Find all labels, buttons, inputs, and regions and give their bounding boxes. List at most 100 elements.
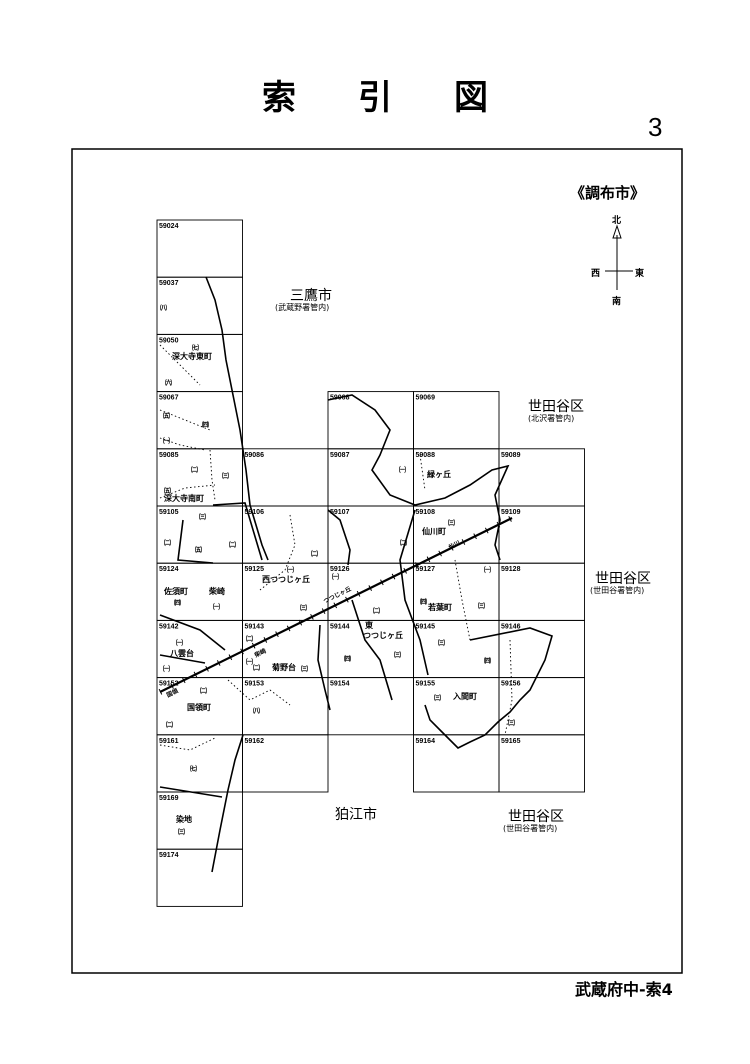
west-lower-boundary xyxy=(211,734,244,873)
grid-cell-id: 59142 xyxy=(159,623,179,630)
city-name: 《調布市》 xyxy=(570,184,646,202)
chome-marker: ㈦ xyxy=(190,765,197,773)
chome-marker: ㈣ xyxy=(420,598,427,606)
grid-cell xyxy=(498,734,585,793)
chome-marker: ㈠ xyxy=(484,566,491,574)
compass-west: 西 xyxy=(591,269,601,279)
southeast-boundary xyxy=(424,627,553,749)
place-iruma: 入間町 xyxy=(453,692,477,701)
grid-cell-id: 59125 xyxy=(245,566,265,573)
chome-marker: ㈢ xyxy=(434,694,441,702)
grid-cell-id: 59087 xyxy=(330,452,350,459)
chome-marker: ㈠ xyxy=(213,603,220,611)
grid-cell-id: 59162 xyxy=(245,738,265,745)
grid-cell-id: 59156 xyxy=(501,681,521,688)
grid-cell-id: 59088 xyxy=(416,452,436,459)
footer-code: 武蔵府中-索4 xyxy=(575,980,673,999)
grid-cell xyxy=(242,734,329,793)
chome-marker: ㈠ xyxy=(332,573,339,581)
west-boundary xyxy=(205,276,269,561)
compass xyxy=(605,224,633,290)
grid-cell-id: 59037 xyxy=(159,280,179,287)
grid-cell xyxy=(156,848,243,907)
grid-cell-id: 59145 xyxy=(416,623,436,630)
grid-cell-id: 59152 xyxy=(159,681,179,688)
chome-marker: ㈥ xyxy=(165,379,172,387)
area-line-4 xyxy=(159,654,206,664)
grid-cell-id: 59165 xyxy=(501,738,521,745)
map-frame xyxy=(71,148,683,974)
grid-cell-id: 59128 xyxy=(501,566,521,573)
region-setagaya-south: 世田谷区 xyxy=(508,809,564,825)
chome-marker: ㈢ xyxy=(178,828,185,836)
chome-marker: ㈢ xyxy=(222,472,229,480)
region-setagaya-south-sub: (世田谷署管内) xyxy=(503,824,558,833)
area-line-3 xyxy=(159,614,226,651)
place-midorigaoka: 緑ヶ丘 xyxy=(427,470,451,479)
grid-cell-id: 59144 xyxy=(330,623,350,630)
chome-marker: ㈢ xyxy=(508,719,515,727)
chome-marker: ㈢ xyxy=(301,665,308,673)
region-mitaka: 三鷹市 xyxy=(290,288,332,304)
chome-marker: ㈣ xyxy=(344,655,351,663)
grid-cell-id: 59109 xyxy=(501,509,521,516)
area-line-2 xyxy=(177,519,214,564)
boundary-lines xyxy=(159,276,553,873)
east-boundary xyxy=(327,394,510,561)
grid-cell-id: 59124 xyxy=(159,566,179,573)
grid-cell-id: 59146 xyxy=(501,623,521,630)
chome-marker: ㈠ xyxy=(163,665,170,673)
place-wakaba: 若葉町 xyxy=(428,603,452,612)
grid-cell-id: 59089 xyxy=(501,452,521,459)
chome-marker: ㈣ xyxy=(174,599,181,607)
chome-marker: ㈤ xyxy=(195,546,202,554)
grid-cell-id: 59107 xyxy=(330,509,350,516)
grid-cell-id: 59161 xyxy=(159,738,179,745)
grid-cell-id: 59069 xyxy=(416,395,436,402)
place-yagumo: 八雲台 xyxy=(170,649,194,658)
area-line-1 xyxy=(212,502,263,561)
chome-marker: ㈠ xyxy=(176,639,183,647)
chome-marker: ㈤ xyxy=(164,487,171,495)
area-line-5 xyxy=(159,786,223,798)
compass-east: 東 xyxy=(635,269,645,279)
place-shibasaki: 柴崎 xyxy=(209,587,225,596)
place-higashi: 東 xyxy=(365,621,373,630)
chome-marker: ㈣ xyxy=(484,657,491,665)
grid-cell-id: 59155 xyxy=(416,681,436,688)
chome-marker: ㈡ xyxy=(400,539,407,547)
chome-marker: ㈡ xyxy=(200,687,207,695)
area-line-7 xyxy=(351,599,393,701)
chome-marker: ㈠ xyxy=(246,658,253,666)
chome-marker: ㈧ xyxy=(253,707,260,715)
page-number: 3 xyxy=(648,112,663,142)
chome-marker: ㈢ xyxy=(199,513,206,521)
chome-marker: ㈢ xyxy=(448,519,455,527)
grid-cell-id: 59024 xyxy=(159,223,179,230)
chome-marker: ㈢ xyxy=(438,639,445,647)
chome-marker: ㈣ xyxy=(202,421,209,429)
region-setagaya-north: 世田谷区 xyxy=(528,399,584,415)
place-fukadaiji-higashi: 深大寺東町 xyxy=(172,352,212,361)
grid-cell-id: 59126 xyxy=(330,566,350,573)
area-line-6 xyxy=(399,509,429,676)
region-setagaya-east: 世田谷区 xyxy=(595,571,651,587)
grid-cell-id: 59085 xyxy=(159,452,179,459)
north-arrow-icon xyxy=(612,224,622,239)
place-kokuryo: 国領町 xyxy=(187,703,211,712)
place-someji: 染地 xyxy=(176,815,192,824)
chome-marker: ㈡ xyxy=(164,539,171,547)
grid-cell-id: 59050 xyxy=(159,337,179,344)
compass-north: 北 xyxy=(612,216,622,226)
central-boundary xyxy=(327,509,351,566)
chome-boundaries xyxy=(159,344,513,751)
place-sazu: 佐須町 xyxy=(164,587,188,596)
chome-marker: ㈢ xyxy=(300,604,307,612)
place-kikuno: 菊野台 xyxy=(272,663,296,672)
railway-ticks xyxy=(158,515,514,695)
chome-marker: ㈠ xyxy=(287,566,294,574)
chome-marker: ㈡ xyxy=(253,664,260,672)
chome-marker: ㈡ xyxy=(373,607,380,615)
chome-marker: ㈡ xyxy=(311,550,318,558)
